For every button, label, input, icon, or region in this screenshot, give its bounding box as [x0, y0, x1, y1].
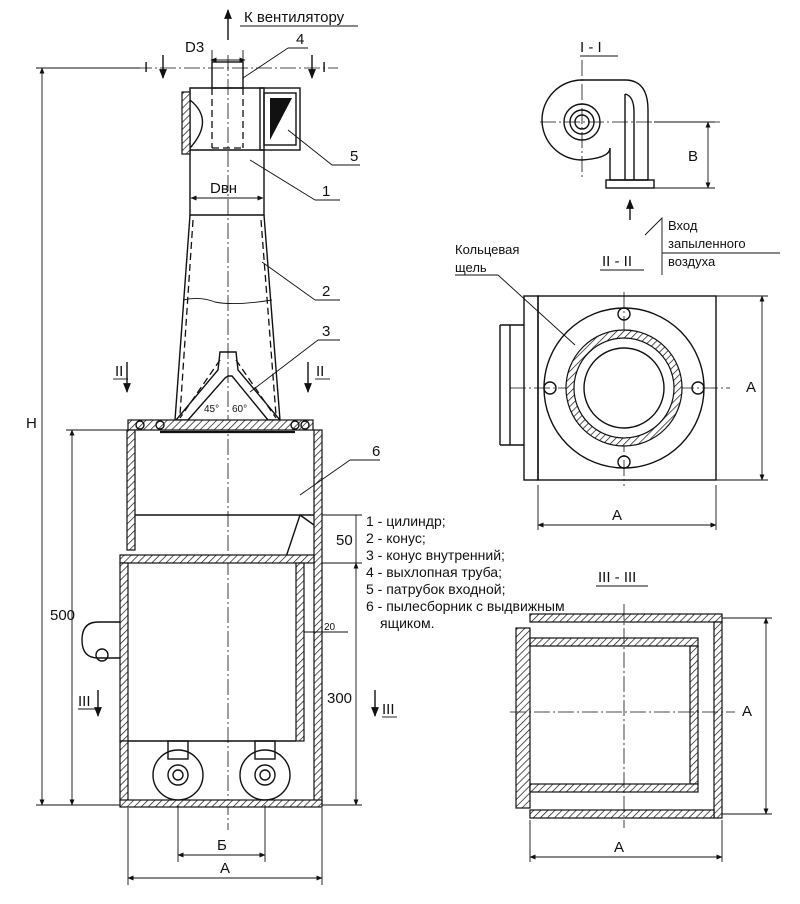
main-view: К вентилятору I I D3 4 5: [26, 9, 397, 885]
dim-300: 300: [327, 690, 352, 707]
legend-item-6: 6 - пылесборник с выдвижным: [366, 598, 565, 614]
legend-item-5: 5 - патрубок входной;: [366, 581, 505, 597]
dim-H: H: [26, 415, 37, 432]
callout-6: 6: [372, 443, 380, 460]
callout-2: 2: [322, 283, 330, 300]
inlet-label-line2: запыленного: [668, 236, 746, 251]
dim-500: 500: [50, 607, 75, 624]
dvn-label: Dвн: [210, 180, 237, 197]
d3-label: D3: [185, 39, 204, 56]
dim-20: 20: [324, 622, 336, 633]
section-2-mark-right: II: [316, 363, 324, 380]
callout-5: 5: [350, 148, 358, 165]
section-1-mark-right: I: [322, 59, 326, 76]
callout-1: 1: [322, 183, 330, 200]
section-1-title: I - I: [580, 39, 602, 56]
angle-45: 45°: [204, 404, 219, 415]
legend-item-2: 2 - конус;: [366, 530, 426, 546]
section-3-mark-left: III: [78, 693, 91, 710]
dim-A-sec3-horizontal: A: [614, 839, 624, 856]
wheel-left: [152, 740, 204, 801]
wheel-right: [239, 740, 291, 801]
section-3-view: III - III A A: [510, 569, 772, 862]
section-2-view: II - II Кольцевая щель A A: [455, 242, 768, 530]
legend-item-1: 1 - цилиндр;: [366, 513, 446, 529]
dim-B: B: [688, 148, 698, 165]
legend-item-3: 3 - конус внутренний;: [366, 547, 505, 563]
dim-50: 50: [336, 532, 353, 549]
dim-A-main: A: [220, 860, 230, 877]
section-3-mark-right: III: [382, 701, 395, 718]
callout-4: 4: [296, 31, 304, 48]
legend-item-4: 4 - выхлопная труба;: [366, 564, 502, 580]
dim-B-cyr: Б: [217, 837, 227, 854]
angle-60: 60°: [232, 404, 247, 415]
legend: 1 - цилиндр; 2 - конус; 3 - конус внутре…: [366, 513, 565, 631]
to-fan-label: К вентилятору: [244, 9, 345, 26]
section-1-view: I - I B Вход запыленного воздуха: [540, 39, 780, 275]
section-1-mark-left: I: [144, 59, 148, 76]
section-2-mark-left: II: [115, 363, 123, 380]
section-2-title: II - II: [602, 253, 632, 270]
section-3-title: III - III: [598, 569, 636, 586]
dim-A-sec2-vertical: A: [746, 379, 756, 396]
dim-A-sec2-horizontal: A: [612, 507, 622, 524]
slot-label-line1: Кольцевая: [455, 242, 519, 257]
inlet-label-line3: воздуха: [668, 254, 716, 269]
callout-3: 3: [322, 323, 330, 340]
inlet-label-line1: Вход: [668, 218, 698, 233]
dim-A-sec3-vertical: A: [742, 703, 752, 720]
legend-item-7: ящиком.: [380, 615, 435, 631]
slot-label-line2: щель: [455, 260, 487, 275]
